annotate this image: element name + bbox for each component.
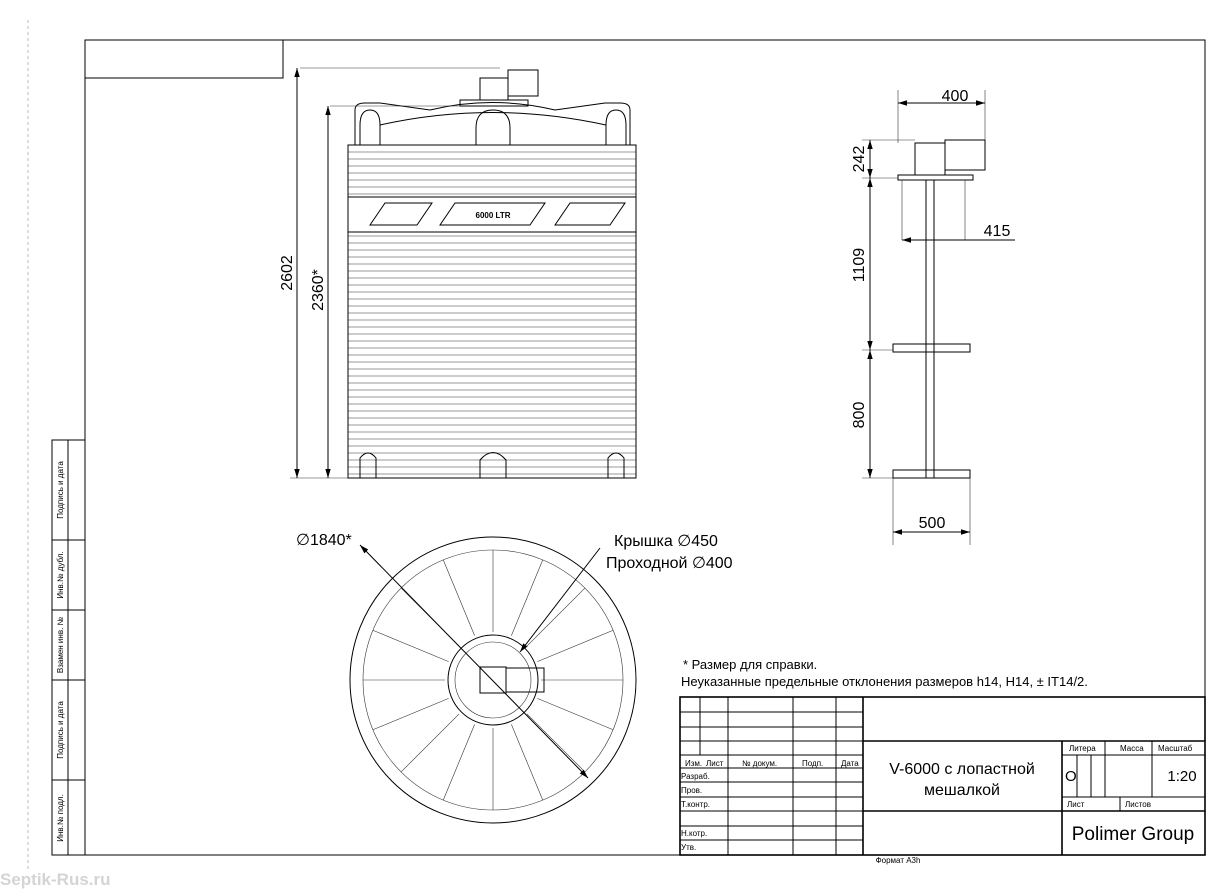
top-rib	[442, 559, 475, 636]
company-name: Polimer Group	[1072, 824, 1195, 845]
top-rib	[442, 724, 475, 801]
stamp-label: Взамен инв. №	[56, 616, 65, 673]
drawing-title-2: мешалкой	[924, 782, 1000, 799]
passage-label: Проходной ∅400	[606, 555, 733, 572]
dim-shaft-offset: 415	[984, 223, 1011, 240]
dim-motor-width: 400	[942, 88, 969, 105]
scale-label: Масштаб	[1158, 744, 1193, 753]
top-rib	[537, 698, 614, 731]
stamp-label: Подпись и дата	[56, 461, 65, 519]
top-rib	[372, 629, 449, 662]
col-list: Лист	[706, 759, 724, 768]
dim-body-height: 2360*	[310, 269, 327, 311]
side-stamp: Подпись и дата Инв.№ дубл. Взамен инв. №…	[51, 439, 86, 856]
row-utv: Утв.	[681, 843, 696, 852]
tank-front-view: 6000 LTR 2602 2360*	[279, 67, 637, 479]
col-izm: Изм.	[685, 759, 702, 768]
top-rib	[511, 724, 544, 801]
lid-label: Крышка ∅450	[614, 533, 718, 550]
watermark: Septik-Rus.ru	[0, 870, 111, 889]
col-date: Дата	[841, 759, 859, 768]
sheets-label: Листов	[1125, 800, 1151, 809]
stirrer-side-view: 400 242 1109 800 415 500	[851, 88, 1015, 545]
dim-lower-shaft: 800	[851, 402, 868, 429]
sheet-format: Формат A3h	[876, 856, 921, 865]
tolerance-note: Неуказанные предельные отклонения размер…	[681, 674, 1088, 689]
row-tkontr: Т.контр.	[681, 800, 710, 809]
row-prov: Пров.	[681, 786, 702, 795]
top-rib	[372, 698, 449, 731]
stamp-label: Инв.№ подл.	[56, 794, 65, 842]
dim-upper-shaft: 1109	[851, 248, 868, 283]
stamp-label: Подпись и дата	[56, 701, 65, 759]
tank-top-view: ∅1840* Крышка ∅450 Проходной ∅400	[296, 532, 733, 824]
dim-blade-width: 500	[919, 515, 946, 532]
reference-note: * Размер для справки.	[683, 657, 817, 672]
dim-total-height: 2602	[279, 255, 296, 291]
drawing-frame	[27, 20, 1206, 870]
top-rib	[537, 629, 614, 662]
col-sign: Подп.	[802, 759, 823, 768]
top-rib	[400, 713, 460, 773]
top-rib	[526, 587, 586, 647]
litera-value: О	[1065, 768, 1077, 785]
scale-value: 1:20	[1167, 768, 1196, 785]
drawing-title: V-6000 с лопастной	[889, 761, 1035, 778]
litera-label: Литера	[1069, 744, 1096, 753]
dim-motor-height: 242	[851, 146, 868, 173]
mass-label: Масса	[1120, 744, 1144, 753]
stamp-label: Инв.№ дубл.	[56, 551, 65, 598]
sheet-label: Лист	[1067, 800, 1085, 809]
tank-volume-label: 6000 LTR	[476, 211, 511, 220]
dim-diameter: ∅1840*	[296, 532, 352, 549]
top-rib	[511, 559, 544, 636]
row-razrab: Разраб.	[681, 772, 710, 781]
top-rib	[526, 713, 586, 773]
col-doc: № докум.	[742, 759, 777, 768]
title-block: Изм. Лист № докум. Подп. Дата Разраб. Пр…	[679, 696, 1206, 865]
row-nkontr: Н.котр.	[681, 829, 707, 838]
